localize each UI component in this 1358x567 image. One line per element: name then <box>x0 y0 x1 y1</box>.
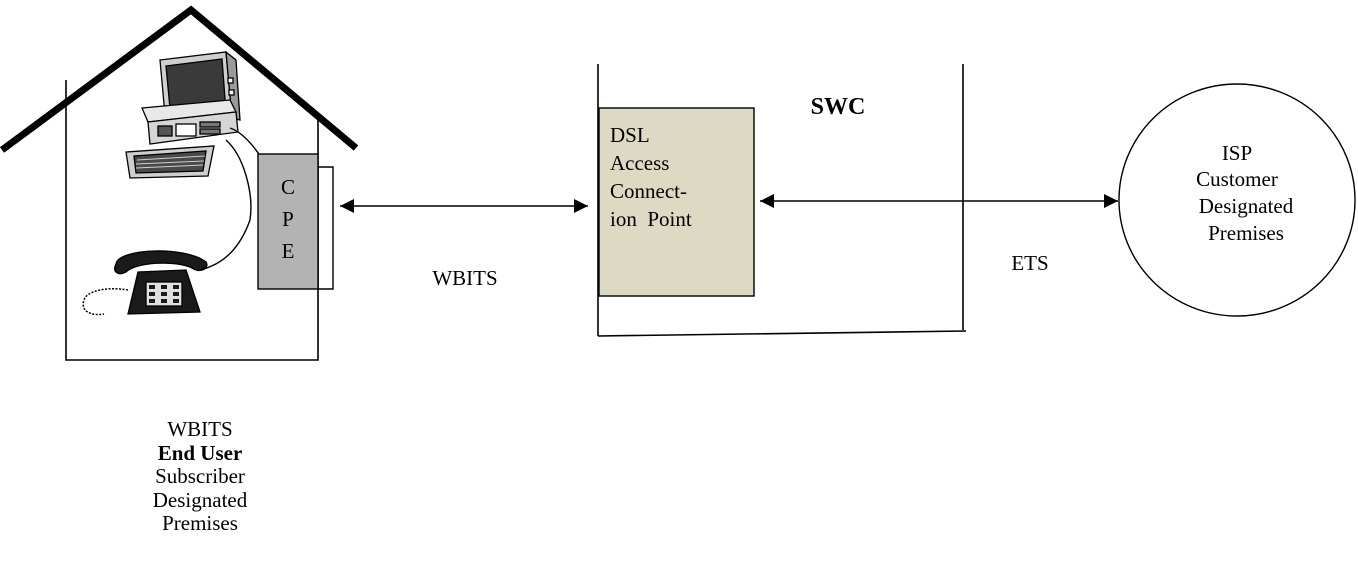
cpe-letter-c: C <box>281 175 295 199</box>
dsl-line-1: DSL <box>610 123 650 147</box>
house-roof <box>0 5 359 153</box>
dsl-box <box>598 107 755 297</box>
isp-circle <box>1118 83 1356 317</box>
wbits-link-label: WBITS <box>432 266 497 290</box>
end-user-caption: WBITS End User Subscriber Designated Pre… <box>105 417 295 536</box>
cpe-device: C P E <box>257 153 334 290</box>
telephone-icon <box>82 250 208 316</box>
caption-line-designated: Designated <box>152 487 248 512</box>
isp-line-1: ISP <box>1222 141 1252 165</box>
swc-floor <box>597 330 967 337</box>
swc-central-office: SWC <box>597 64 967 337</box>
isp-line-3: Designated <box>1199 194 1294 218</box>
dsl-line-2: Access <box>610 151 669 175</box>
cpe-letter-p: P <box>282 207 294 231</box>
ets-link-label: ETS <box>1011 251 1048 275</box>
cpe-letter-e: E <box>282 239 295 263</box>
caption-line-end-user: End User <box>157 440 243 465</box>
dsl-access-connection-point: DSL Access Connect- ion Point <box>598 107 755 297</box>
caption-line-premises: Premises <box>162 511 238 535</box>
dsl-line-3: Connect- <box>610 179 687 203</box>
cpe-box <box>257 153 319 290</box>
swc-title: SWC <box>811 94 866 120</box>
isp-premises: ISP Customer Designated Premises <box>1118 83 1356 317</box>
isp-line-4: Premises <box>1208 221 1284 245</box>
caption-line-wbits: WBITS <box>167 417 233 441</box>
dsl-line-4: ion Point <box>610 207 692 231</box>
caption-line-subscriber: Subscriber <box>155 464 245 488</box>
isp-line-2: Customer <box>1196 167 1278 191</box>
computer-icon <box>125 50 241 179</box>
cpe-jack <box>318 166 334 290</box>
